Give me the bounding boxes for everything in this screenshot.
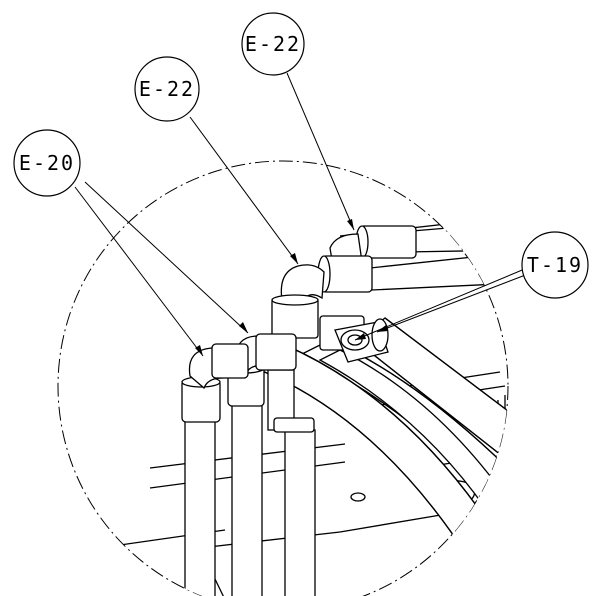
pipe-assembly-drawing xyxy=(119,217,508,596)
callout-label-e22-mid: E-22 xyxy=(139,77,195,101)
upper-couplings xyxy=(317,225,417,293)
callout-label-e22-top: E-22 xyxy=(245,32,301,56)
callout-e22-mid: E-22 xyxy=(134,56,200,122)
callout-label-t19: T-19 xyxy=(527,253,583,277)
detail-boundary-circle xyxy=(57,160,509,596)
leader-lines xyxy=(74,72,529,357)
callout-t19: T-19 xyxy=(521,231,589,299)
left-elbows xyxy=(181,333,315,433)
callout-e22-top: E-22 xyxy=(241,12,305,76)
callout-e20: E-20 xyxy=(13,129,81,197)
callout-label-e20: E-20 xyxy=(19,151,75,175)
